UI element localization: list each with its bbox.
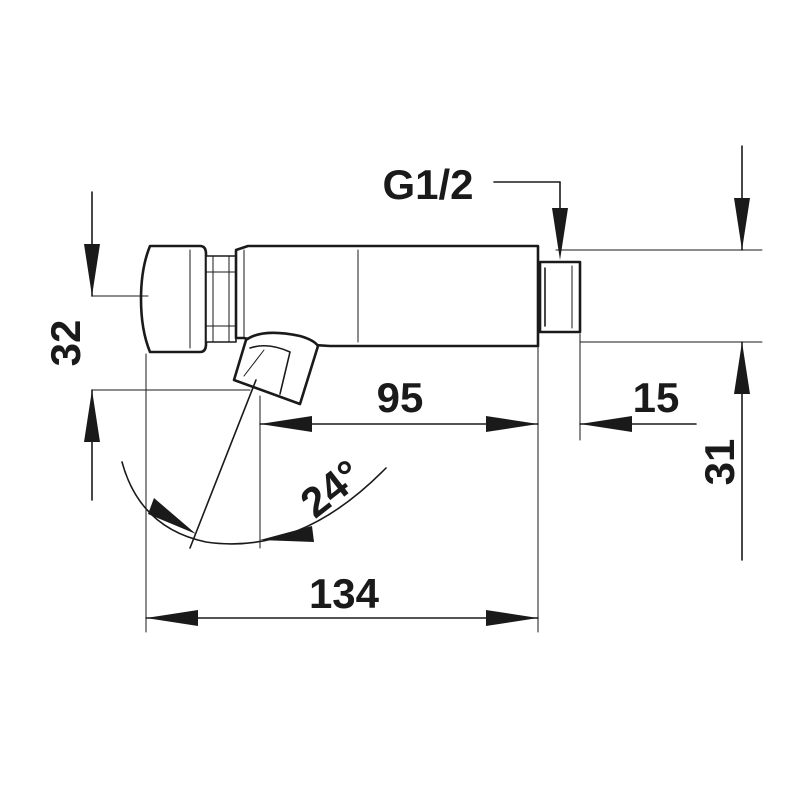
dimension-label-15: 15 bbox=[633, 374, 680, 421]
arrow-left-95 bbox=[260, 416, 312, 432]
extension-lines bbox=[91, 249, 763, 633]
arrow-up-31 bbox=[734, 342, 750, 394]
arrow-left-134 bbox=[146, 610, 198, 626]
arrow-up-32 bbox=[84, 390, 100, 442]
push-knob bbox=[139, 244, 208, 354]
outlet-spout bbox=[232, 331, 320, 406]
dimension-label-95: 95 bbox=[377, 374, 424, 421]
dimension-thread: G1/2 bbox=[382, 161, 568, 260]
arrow-angle-left bbox=[148, 498, 196, 534]
angle-arc bbox=[121, 461, 387, 545]
main-body bbox=[234, 244, 540, 348]
arrow-angle-right bbox=[260, 526, 314, 542]
valve-body-outline bbox=[139, 244, 582, 406]
dimension-label-134: 134 bbox=[309, 570, 380, 617]
arrow-down-31 bbox=[734, 198, 750, 250]
thread-inlet bbox=[538, 260, 582, 334]
dimension-134: 134 bbox=[145, 570, 539, 626]
collar-ring bbox=[205, 255, 237, 343]
dimension-95: 95 bbox=[259, 374, 539, 432]
dimension-31: 31 bbox=[696, 145, 750, 561]
arrow-right-134 bbox=[486, 610, 538, 626]
arrow-left-15 bbox=[580, 416, 632, 432]
dimension-label-thread: G1/2 bbox=[382, 161, 473, 208]
angle-ray bbox=[189, 379, 257, 549]
arrow-down-32 bbox=[84, 244, 100, 296]
dimension-label-32: 32 bbox=[42, 320, 89, 367]
arrow-thread bbox=[552, 208, 568, 260]
dimension-15: 15 bbox=[579, 374, 697, 432]
dimension-32: 32 bbox=[42, 191, 100, 501]
dimension-label-angle: 24° bbox=[292, 451, 371, 527]
dimension-angle: 24° bbox=[121, 379, 387, 549]
dimension-label-31: 31 bbox=[696, 439, 743, 486]
arrow-right-95 bbox=[486, 416, 538, 432]
